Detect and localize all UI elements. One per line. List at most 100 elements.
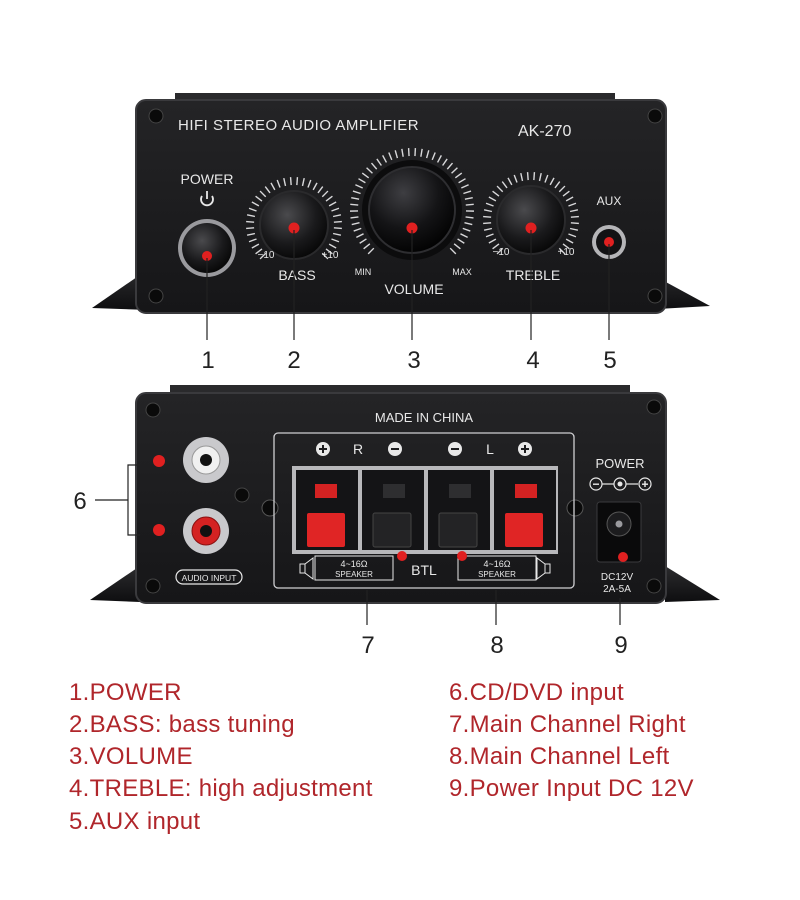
screw xyxy=(145,402,161,418)
legend-item-bass: 2.BASS: bass tuning xyxy=(69,711,295,738)
scale-tick xyxy=(353,227,362,232)
scale-tick xyxy=(526,172,529,181)
speaker-left-minus-clip[interactable] xyxy=(438,512,478,548)
scale-tick xyxy=(312,182,318,191)
screw xyxy=(145,578,161,594)
scale-tick xyxy=(248,238,257,243)
screw xyxy=(647,108,663,124)
scale-tick xyxy=(538,172,542,182)
power-marker xyxy=(202,251,212,261)
rca-right-marker xyxy=(153,455,165,467)
power-button[interactable] xyxy=(182,223,232,273)
right-channel-marker xyxy=(397,551,407,561)
legend-item-cd-dvd: 6.CD/DVD input xyxy=(449,679,624,706)
dc-polarity-icon xyxy=(589,477,652,491)
scale-tick xyxy=(401,148,404,157)
power-label: POWER xyxy=(181,171,234,187)
scale-tick xyxy=(370,162,378,170)
plus-icon xyxy=(316,442,330,456)
power-icon xyxy=(200,191,214,207)
scale-tick xyxy=(457,238,465,244)
speaker-left-plus-clip[interactable] xyxy=(505,513,543,547)
legend-item-treble: 4.TREBLE: high adjustment xyxy=(69,775,373,802)
scale-tick xyxy=(464,222,473,226)
scale-tick xyxy=(558,185,566,193)
scale-tick xyxy=(501,181,508,189)
aux-label: AUX xyxy=(597,194,622,208)
rca-red-jack-pin xyxy=(200,525,212,537)
scale-tick xyxy=(363,243,371,250)
speaker-right-label: SPEAKER xyxy=(335,570,373,579)
scale-tick xyxy=(283,177,287,187)
speaker-right-label-box xyxy=(314,555,394,581)
minus-icon xyxy=(388,442,402,456)
scale-tick xyxy=(255,248,263,255)
speaker-right-minus-clip[interactable] xyxy=(372,512,412,548)
scale-tick xyxy=(325,248,333,255)
scale-tick xyxy=(507,177,513,186)
volume-marker xyxy=(406,222,418,234)
treble-min-label: −10 xyxy=(493,247,510,258)
channel-r-label: R xyxy=(353,441,363,457)
speaker-right-plus-clip[interactable] xyxy=(307,513,345,547)
bass-min-label: −10 xyxy=(258,250,275,261)
speaker-left-label-box xyxy=(457,555,537,581)
plus-icon xyxy=(518,442,532,456)
scale-tick xyxy=(350,203,359,206)
scale-tick xyxy=(465,203,474,206)
bass-max-label: +10 xyxy=(322,250,339,261)
scale-tick xyxy=(332,214,342,218)
screw xyxy=(566,499,584,517)
rca-left-marker xyxy=(153,524,165,536)
screw xyxy=(261,499,279,517)
scale-tick xyxy=(331,238,340,243)
audio-input-label: AUDIO INPUT xyxy=(182,573,237,583)
scale-tick xyxy=(394,150,399,159)
scale-tick xyxy=(246,214,256,218)
scale-tick xyxy=(332,232,342,236)
speaker-icon xyxy=(299,557,314,580)
scale-tick xyxy=(356,233,364,238)
scale-tick xyxy=(496,185,504,193)
scale-tick xyxy=(544,174,549,183)
scale-tick xyxy=(376,158,382,166)
scale-tick xyxy=(488,238,497,244)
scale-tick xyxy=(465,216,474,219)
mounting-bracket-left xyxy=(90,566,140,602)
scale-tick xyxy=(388,152,393,161)
screw xyxy=(234,487,250,503)
front-panel: HIFI STEREO AUDIO AMPLIFIER AK-270 POWER… xyxy=(92,93,710,314)
scale-tick xyxy=(351,196,360,200)
front-callouts: 1 2 3 4 5 xyxy=(201,230,617,374)
bass-label: BASS xyxy=(278,267,315,283)
scale-tick xyxy=(382,155,388,163)
scale-tick xyxy=(255,195,263,202)
scale-tick xyxy=(317,186,324,194)
model-number: AK-270 xyxy=(518,123,571,140)
scale-tick xyxy=(366,167,373,174)
scale-tick xyxy=(270,182,276,191)
made-in-label: MADE IN CHINA xyxy=(375,410,474,425)
volume-tick-ring xyxy=(349,148,475,255)
scale-tick xyxy=(483,222,492,225)
scale-tick xyxy=(301,177,305,187)
scale-tick xyxy=(462,227,471,232)
callout-number: 6 xyxy=(73,488,86,515)
treble-marker xyxy=(525,222,537,234)
scale-tick xyxy=(436,155,442,163)
callout-number: 9 xyxy=(614,632,627,659)
legend-item-aux: 5.AUX input xyxy=(69,808,201,835)
volume-min-label: MIN xyxy=(355,267,372,277)
scale-tick xyxy=(259,252,267,260)
dc-rating-line2: 2A-5A xyxy=(603,584,631,595)
treble-label: TREBLE xyxy=(506,267,560,283)
scale-tick xyxy=(460,233,468,238)
callout-number: 8 xyxy=(490,632,503,659)
scale-tick xyxy=(568,233,577,238)
scale-tick xyxy=(562,190,570,197)
scale-tick xyxy=(367,247,375,255)
terminal-hole-black xyxy=(383,484,405,498)
scale-tick xyxy=(359,238,367,244)
scale-tick xyxy=(464,196,473,200)
back-panel: MADE IN CHINA AUDIO INPUT R L xyxy=(90,385,720,604)
